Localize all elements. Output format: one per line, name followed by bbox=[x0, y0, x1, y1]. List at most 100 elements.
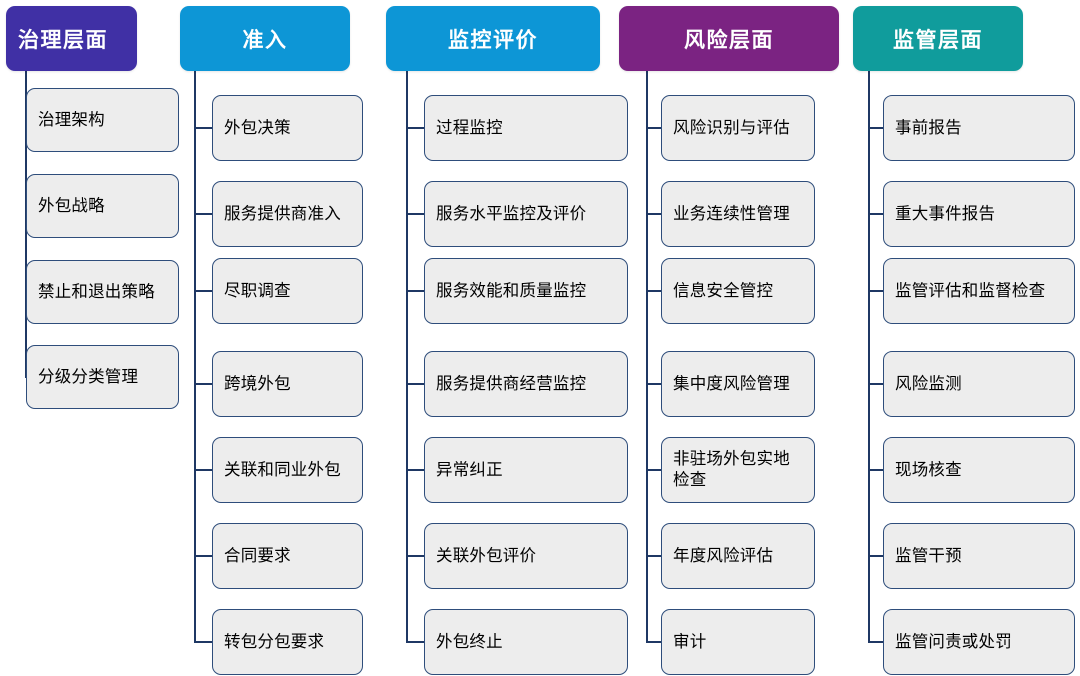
connector-stub-access-0 bbox=[194, 127, 214, 129]
column-header-risk[interactable]: 风险层面 bbox=[619, 6, 839, 71]
item-label: 现场核查 bbox=[895, 460, 962, 479]
item-box[interactable]: 服务提供商经营监控 bbox=[424, 351, 628, 417]
item-label: 非驻场外包实地 检查 bbox=[673, 450, 790, 489]
item-box[interactable]: 审计 bbox=[661, 609, 815, 675]
connector-stub-monitoring-5 bbox=[406, 555, 426, 557]
item-label: 跨境外包 bbox=[224, 374, 291, 393]
connector-stub-access-4 bbox=[194, 469, 214, 471]
item-label: 风险监测 bbox=[895, 374, 962, 393]
connector-stub-monitoring-6 bbox=[406, 641, 426, 643]
item-box[interactable]: 转包分包要求 bbox=[212, 609, 363, 675]
connector-stub-access-3 bbox=[194, 383, 214, 385]
item-label: 尽职调查 bbox=[224, 281, 291, 300]
item-label: 服务提供商准入 bbox=[224, 204, 341, 223]
item-box[interactable]: 监管干预 bbox=[883, 523, 1075, 589]
connector-stub-risk-4 bbox=[646, 469, 663, 471]
item-box[interactable]: 业务连续性管理 bbox=[661, 181, 815, 247]
connector-stub-risk-0 bbox=[646, 127, 663, 129]
item-label: 重大事件报告 bbox=[895, 204, 996, 223]
item-box[interactable]: 风险识别与评估 bbox=[661, 95, 815, 161]
connector-trunk-risk bbox=[646, 71, 648, 642]
item-label: 分级分类管理 bbox=[38, 367, 139, 386]
item-label: 外包战略 bbox=[38, 196, 105, 215]
connector-trunk-monitoring bbox=[406, 71, 408, 642]
item-box[interactable]: 跨境外包 bbox=[212, 351, 363, 417]
item-box[interactable]: 服务效能和质量监控 bbox=[424, 258, 628, 324]
item-box[interactable]: 外包决策 bbox=[212, 95, 363, 161]
item-label: 信息安全管控 bbox=[673, 281, 774, 300]
item-label: 审计 bbox=[673, 632, 707, 651]
item-label: 服务水平监控及评价 bbox=[436, 204, 587, 223]
connector-stub-risk-5 bbox=[646, 555, 663, 557]
item-box[interactable]: 合同要求 bbox=[212, 523, 363, 589]
item-label: 合同要求 bbox=[224, 546, 291, 565]
connector-stub-supervision-0 bbox=[868, 127, 885, 129]
item-label: 监管评估和监督检查 bbox=[895, 281, 1046, 300]
item-label: 禁止和退出策略 bbox=[38, 282, 155, 301]
item-box[interactable]: 重大事件报告 bbox=[883, 181, 1075, 247]
connector-stub-access-5 bbox=[194, 555, 214, 557]
connector-stub-risk-3 bbox=[646, 383, 663, 385]
connector-trunk-supervision bbox=[868, 71, 870, 642]
item-label: 关联外包评价 bbox=[436, 546, 537, 565]
item-label: 转包分包要求 bbox=[224, 632, 325, 651]
item-box[interactable]: 关联和同业外包 bbox=[212, 437, 363, 503]
connector-stub-supervision-5 bbox=[868, 555, 885, 557]
column-header-supervision[interactable]: 监管层面 bbox=[853, 6, 1023, 71]
item-box[interactable]: 治理架构 bbox=[26, 88, 179, 152]
item-label: 年度风险评估 bbox=[673, 546, 774, 565]
connector-stub-supervision-3 bbox=[868, 383, 885, 385]
item-label: 过程监控 bbox=[436, 118, 503, 137]
item-label: 治理架构 bbox=[38, 110, 105, 129]
item-box[interactable]: 监管评估和监督检查 bbox=[883, 258, 1075, 324]
column-header-monitoring[interactable]: 监控评价 bbox=[386, 6, 600, 71]
column-header-governance[interactable]: 治理层面 bbox=[6, 6, 137, 71]
item-box[interactable]: 服务提供商准入 bbox=[212, 181, 363, 247]
item-label: 风险识别与评估 bbox=[673, 118, 790, 137]
item-box[interactable]: 集中度风险管理 bbox=[661, 351, 815, 417]
item-label: 关联和同业外包 bbox=[224, 460, 341, 479]
item-box[interactable]: 事前报告 bbox=[883, 95, 1075, 161]
item-box[interactable]: 尽职调查 bbox=[212, 258, 363, 324]
connector-stub-monitoring-2 bbox=[406, 290, 426, 292]
connector-stub-risk-6 bbox=[646, 641, 663, 643]
item-label: 服务提供商经营监控 bbox=[436, 374, 587, 393]
item-label: 事前报告 bbox=[895, 118, 962, 137]
connector-trunk-access bbox=[194, 71, 196, 642]
column-header-access[interactable]: 准入 bbox=[180, 6, 350, 71]
connector-stub-supervision-6 bbox=[868, 641, 885, 643]
item-box[interactable]: 服务水平监控及评价 bbox=[424, 181, 628, 247]
item-label: 外包决策 bbox=[224, 118, 291, 137]
item-box[interactable]: 外包战略 bbox=[26, 174, 179, 238]
item-box[interactable]: 外包终止 bbox=[424, 609, 628, 675]
connector-stub-access-1 bbox=[194, 213, 214, 215]
item-label: 集中度风险管理 bbox=[673, 374, 790, 393]
connector-stub-risk-2 bbox=[646, 290, 663, 292]
connector-stub-supervision-4 bbox=[868, 469, 885, 471]
item-box[interactable]: 风险监测 bbox=[883, 351, 1075, 417]
item-label: 外包终止 bbox=[436, 632, 503, 651]
item-box[interactable]: 过程监控 bbox=[424, 95, 628, 161]
connector-stub-access-6 bbox=[194, 641, 214, 643]
connector-stub-monitoring-4 bbox=[406, 469, 426, 471]
item-box[interactable]: 禁止和退出策略 bbox=[26, 260, 179, 324]
item-box[interactable]: 关联外包评价 bbox=[424, 523, 628, 589]
item-label: 监管干预 bbox=[895, 546, 962, 565]
item-box[interactable]: 现场核查 bbox=[883, 437, 1075, 503]
item-box[interactable]: 信息安全管控 bbox=[661, 258, 815, 324]
connector-stub-monitoring-1 bbox=[406, 213, 426, 215]
item-box[interactable]: 分级分类管理 bbox=[26, 345, 179, 409]
item-box[interactable]: 年度风险评估 bbox=[661, 523, 815, 589]
connector-stub-monitoring-3 bbox=[406, 383, 426, 385]
item-box[interactable]: 异常纠正 bbox=[424, 437, 628, 503]
item-box[interactable]: 监管问责或处罚 bbox=[883, 609, 1075, 675]
connector-stub-risk-1 bbox=[646, 213, 663, 215]
connector-stub-supervision-1 bbox=[868, 213, 885, 215]
item-label: 服务效能和质量监控 bbox=[436, 281, 587, 300]
item-label: 异常纠正 bbox=[436, 460, 503, 479]
item-label: 业务连续性管理 bbox=[673, 204, 790, 223]
item-box[interactable]: 非驻场外包实地 检查 bbox=[661, 437, 815, 503]
connector-stub-supervision-2 bbox=[868, 290, 885, 292]
connector-stub-monitoring-0 bbox=[406, 127, 426, 129]
